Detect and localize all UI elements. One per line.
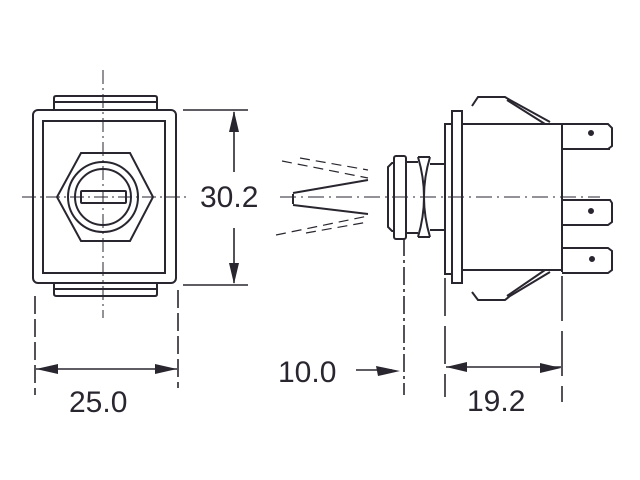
- label-depth: 19.2: [467, 385, 526, 418]
- terminals: [562, 123, 613, 274]
- side-view: [275, 96, 613, 301]
- dimension-lever: [356, 238, 405, 395]
- front-view: [22, 70, 190, 318]
- label-lever: 10.0: [278, 356, 337, 389]
- label-height: 30.2: [200, 181, 259, 214]
- dimension-height: [183, 109, 248, 286]
- dimension-depth: [444, 276, 563, 402]
- dimension-width: [34, 290, 179, 395]
- label-width: 25.0: [69, 386, 128, 419]
